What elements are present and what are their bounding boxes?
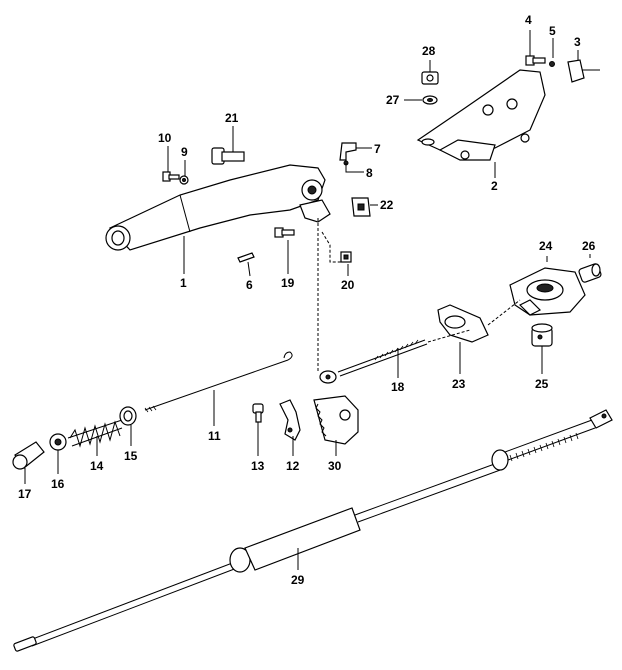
mounting-bracket — [416, 69, 546, 161]
callout-30: 30 — [328, 459, 342, 473]
callout-27: 27 — [386, 93, 400, 107]
brake-cable — [13, 409, 613, 652]
callout-15: 15 — [124, 449, 138, 463]
callout-17: 17 — [18, 487, 32, 501]
release-washer — [49, 433, 67, 451]
bracket-bolt — [274, 227, 295, 238]
callout-numbers: 4 5 3 28 27 2 10 9 21 7 8 22 1 6 19 20 2… — [18, 13, 596, 587]
callout-22: 22 — [380, 198, 394, 212]
cable-equalizer — [509, 267, 586, 316]
pull-rod — [319, 339, 428, 384]
callout-18: 18 — [391, 380, 405, 394]
adjusting-nut — [578, 263, 602, 283]
callout-1: 1 — [180, 276, 187, 290]
screw-and-washer — [162, 171, 189, 185]
pawl — [279, 399, 301, 441]
bracket-fasteners — [525, 55, 600, 83]
callout-28: 28 — [422, 44, 436, 58]
callout-12: 12 — [286, 459, 300, 473]
spring-clip — [339, 142, 357, 166]
release-rod — [144, 351, 293, 413]
leader-lines — [24, 30, 591, 570]
cable-guide — [437, 304, 489, 343]
callout-16: 16 — [51, 477, 65, 491]
release-spring — [67, 419, 123, 448]
callout-26: 26 — [582, 239, 596, 253]
callout-29: 29 — [291, 573, 305, 587]
callout-5: 5 — [549, 24, 556, 38]
release-button — [12, 441, 45, 470]
pawl-pivot-pin — [252, 403, 264, 423]
callout-6: 6 — [246, 278, 253, 292]
callout-19: 19 — [281, 276, 295, 290]
callout-24: 24 — [539, 239, 553, 253]
callout-9: 9 — [181, 145, 188, 159]
callout-7: 7 — [374, 142, 381, 156]
callout-8: 8 — [366, 166, 373, 180]
ratchet-segment — [313, 395, 359, 445]
callout-13: 13 — [251, 459, 265, 473]
callout-3: 3 — [574, 35, 581, 49]
small-clip — [340, 251, 352, 263]
callout-23: 23 — [452, 377, 466, 391]
callout-2: 2 — [491, 179, 498, 193]
lever-pivot-bolt — [211, 147, 245, 165]
assembly-guide-lines — [317, 218, 521, 372]
callout-25: 25 — [535, 377, 549, 391]
bushing — [119, 406, 137, 426]
callout-14: 14 — [90, 459, 104, 473]
callout-21: 21 — [225, 111, 239, 125]
callout-10: 10 — [158, 131, 172, 145]
sleeve — [531, 323, 553, 347]
ratchet-clip — [351, 197, 371, 217]
callout-20: 20 — [341, 278, 355, 292]
hand-brake-lever — [105, 164, 331, 251]
callout-4: 4 — [525, 13, 532, 27]
nut-and-washer — [421, 71, 439, 105]
callout-11: 11 — [208, 429, 221, 443]
lever-pin — [237, 252, 255, 263]
